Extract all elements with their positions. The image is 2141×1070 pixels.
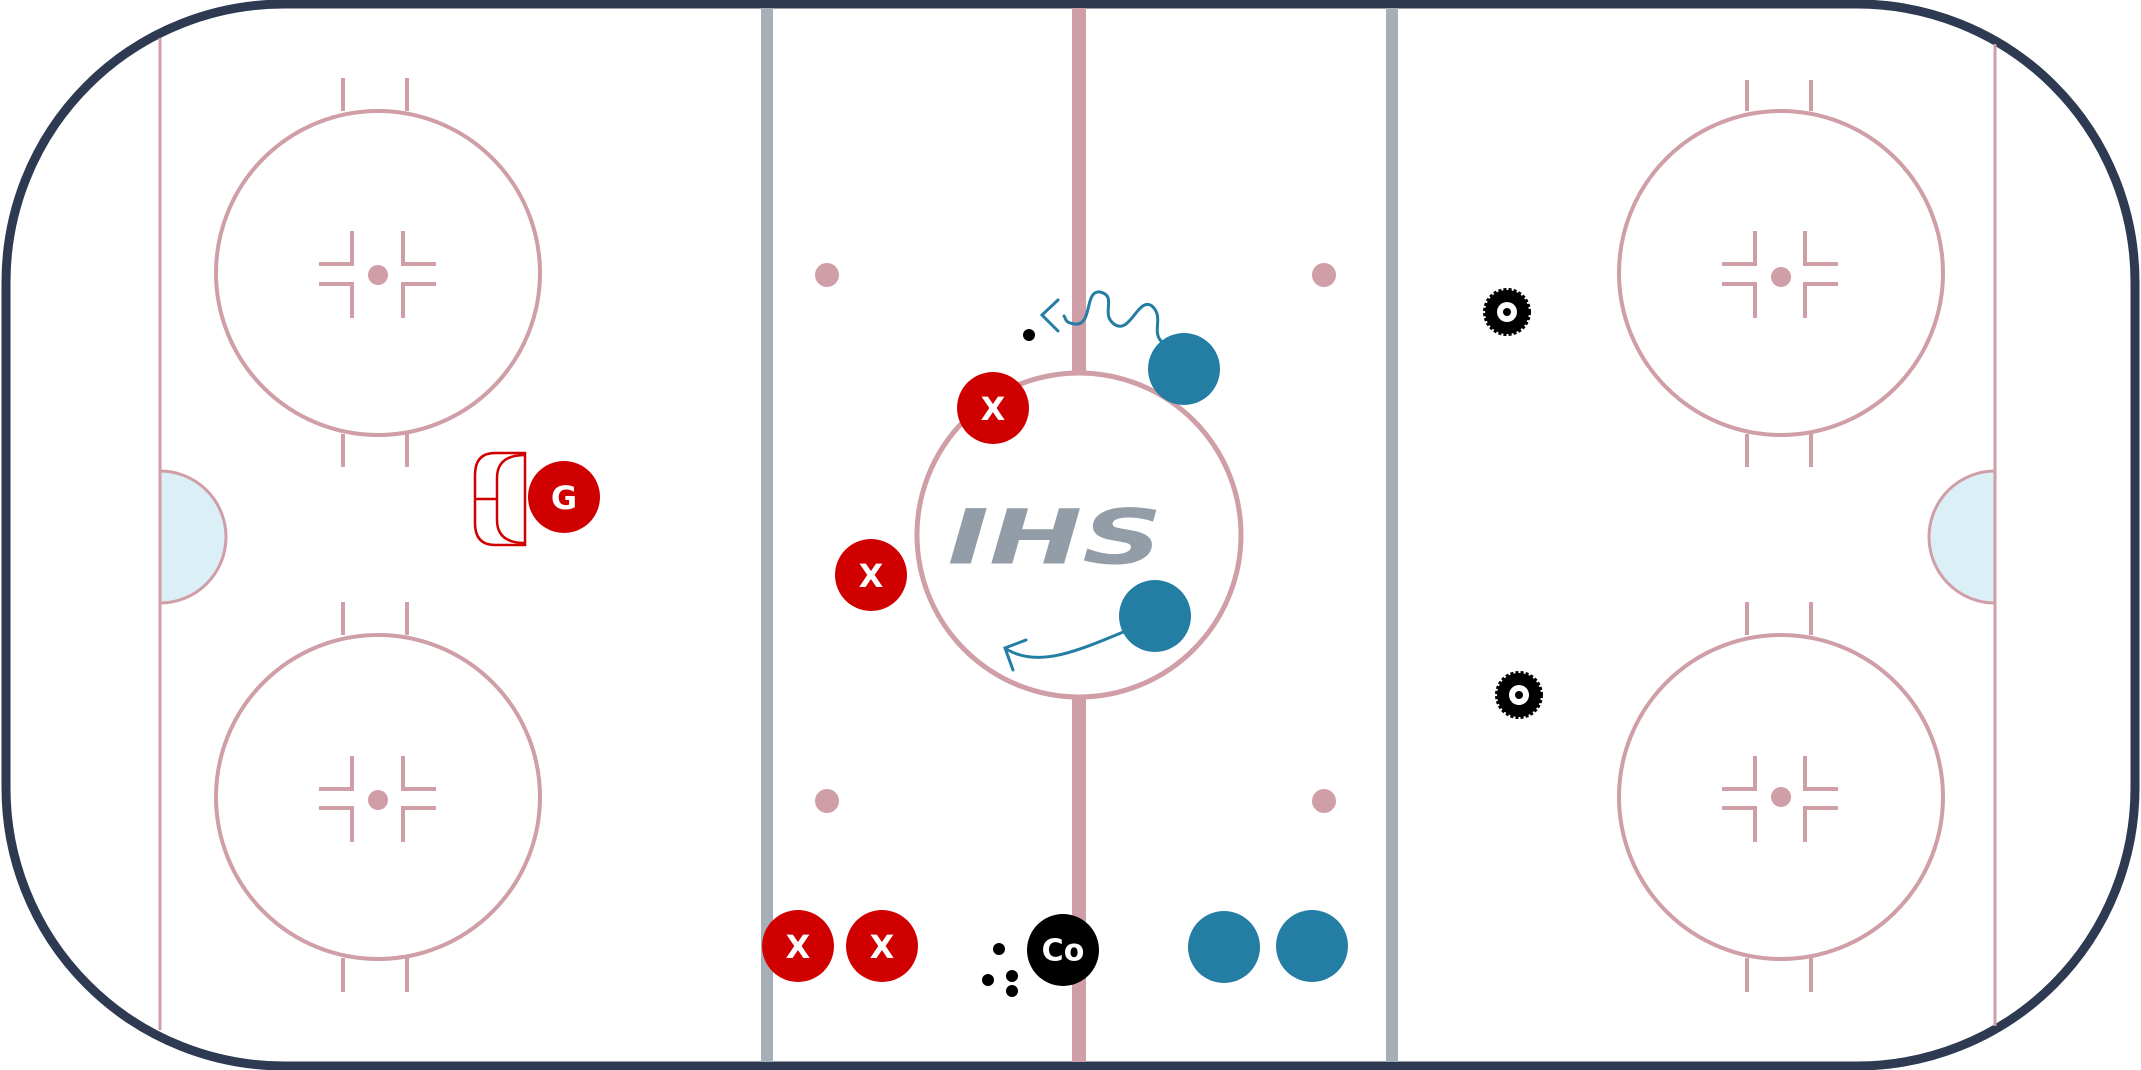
player-blue-b1[interactable] <box>1148 333 1220 405</box>
faceoff-circle-left-top <box>214 78 542 467</box>
center-red-line-bottom <box>1072 698 1086 1062</box>
faceoff-circle-right-bottom <box>1617 602 1945 992</box>
faceoff-circle-left-bottom <box>214 602 542 992</box>
player-blue-b3[interactable] <box>1188 911 1260 983</box>
neutral-dot <box>815 789 839 813</box>
goalie-token[interactable]: G <box>528 461 600 533</box>
player-red-x1[interactable]: X <box>957 372 1029 444</box>
coach-token[interactable]: Co <box>1027 914 1099 986</box>
puck-icon[interactable] <box>993 943 1005 955</box>
player-blue-b4[interactable] <box>1276 910 1348 982</box>
player-red-x3[interactable]: X <box>762 910 834 982</box>
puck-icon[interactable] <box>1006 985 1018 997</box>
goal-net-icon <box>473 451 527 547</box>
player-label: X <box>870 928 895 966</box>
puck-icon[interactable] <box>982 974 994 986</box>
tire-icon[interactable] <box>1483 288 1531 336</box>
player-red-x4[interactable]: X <box>846 910 918 982</box>
player-label: X <box>981 390 1006 428</box>
neutral-dot <box>1312 263 1336 287</box>
puck-icon[interactable] <box>1006 970 1018 982</box>
player-blue-b2[interactable] <box>1119 580 1191 652</box>
goal-crease-right <box>1927 469 1997 605</box>
center-circle <box>914 370 1244 700</box>
goal-crease-left <box>158 469 228 605</box>
goalie-label: G <box>551 479 577 517</box>
skate-path-wave <box>1039 290 1165 345</box>
center-red-line-top <box>1072 8 1086 372</box>
faceoff-circle-right-top <box>1617 80 1945 467</box>
coach-label: Co <box>1042 934 1085 969</box>
neutral-dot <box>1312 789 1336 813</box>
blue-line-right <box>1386 8 1398 1062</box>
player-red-x2[interactable]: X <box>835 539 907 611</box>
neutral-dot <box>815 263 839 287</box>
tire-icon[interactable] <box>1495 671 1543 719</box>
center-ice-logo: IHS <box>948 493 1163 582</box>
skate-path-curve <box>1003 628 1130 672</box>
blue-line-left <box>761 8 773 1062</box>
puck-icon[interactable] <box>1023 329 1035 341</box>
player-label: X <box>859 557 884 595</box>
player-label: X <box>786 928 811 966</box>
